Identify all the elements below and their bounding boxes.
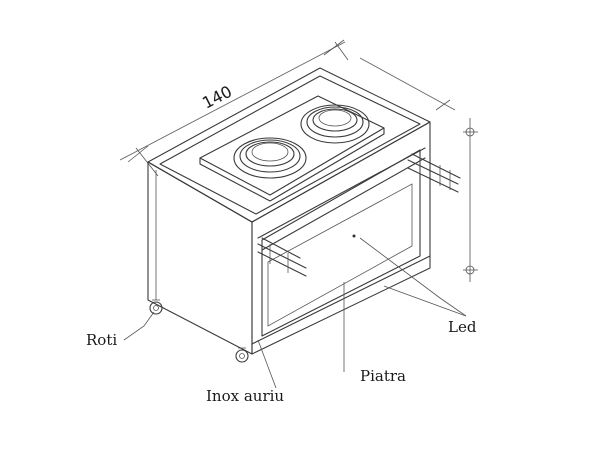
wheel-front-left (149, 299, 163, 315)
led-point (352, 234, 356, 238)
label-piatra: Piatra (360, 367, 406, 385)
label-inox: Inox auriu (206, 387, 284, 405)
height-mark-bottom (465, 265, 475, 275)
burner-left (233, 137, 307, 179)
body-front (251, 121, 431, 355)
cooktop-inner-edge (159, 75, 421, 215)
label-roti: Roti (86, 331, 117, 349)
oven-door (261, 149, 421, 337)
width-dimension-text: 140 (199, 82, 235, 113)
callout-roti-leader (123, 311, 155, 341)
depth-dimension-line (359, 57, 456, 111)
wheel-front-right (235, 347, 249, 363)
oven-window (267, 183, 413, 327)
rail-left (257, 237, 307, 277)
width-dimension-line (119, 41, 346, 161)
callout-led-leader-2 (383, 285, 467, 317)
callout-piatra: Piatra (343, 282, 406, 385)
burner-plate-edge (199, 127, 385, 202)
callout-roti: Roti (86, 311, 155, 349)
dim-tick-left (127, 145, 149, 163)
cooktop (147, 67, 431, 223)
dim-tick-right (323, 39, 345, 56)
body-plinth (251, 255, 431, 345)
label-led: Led (448, 318, 477, 336)
door-handle-bottom (261, 157, 426, 251)
depth-dim-tick (435, 99, 451, 111)
depth-dimension (359, 57, 456, 111)
stove-body (147, 121, 431, 355)
callout-led: Led (352, 234, 477, 336)
dim-extension-left (135, 147, 159, 177)
body-left-side (147, 161, 253, 355)
cooktop-surface (147, 67, 431, 223)
callout-led-leader-1 (359, 237, 467, 317)
height-dimension (463, 118, 478, 282)
callout-inox: Inox auriu (206, 339, 284, 405)
rail-right (407, 153, 461, 193)
door-handle-top (257, 147, 426, 239)
callout-inox-leader (257, 339, 277, 389)
burner-right (300, 104, 370, 144)
height-mark-top (465, 127, 475, 137)
dim-extension-right (334, 41, 349, 61)
